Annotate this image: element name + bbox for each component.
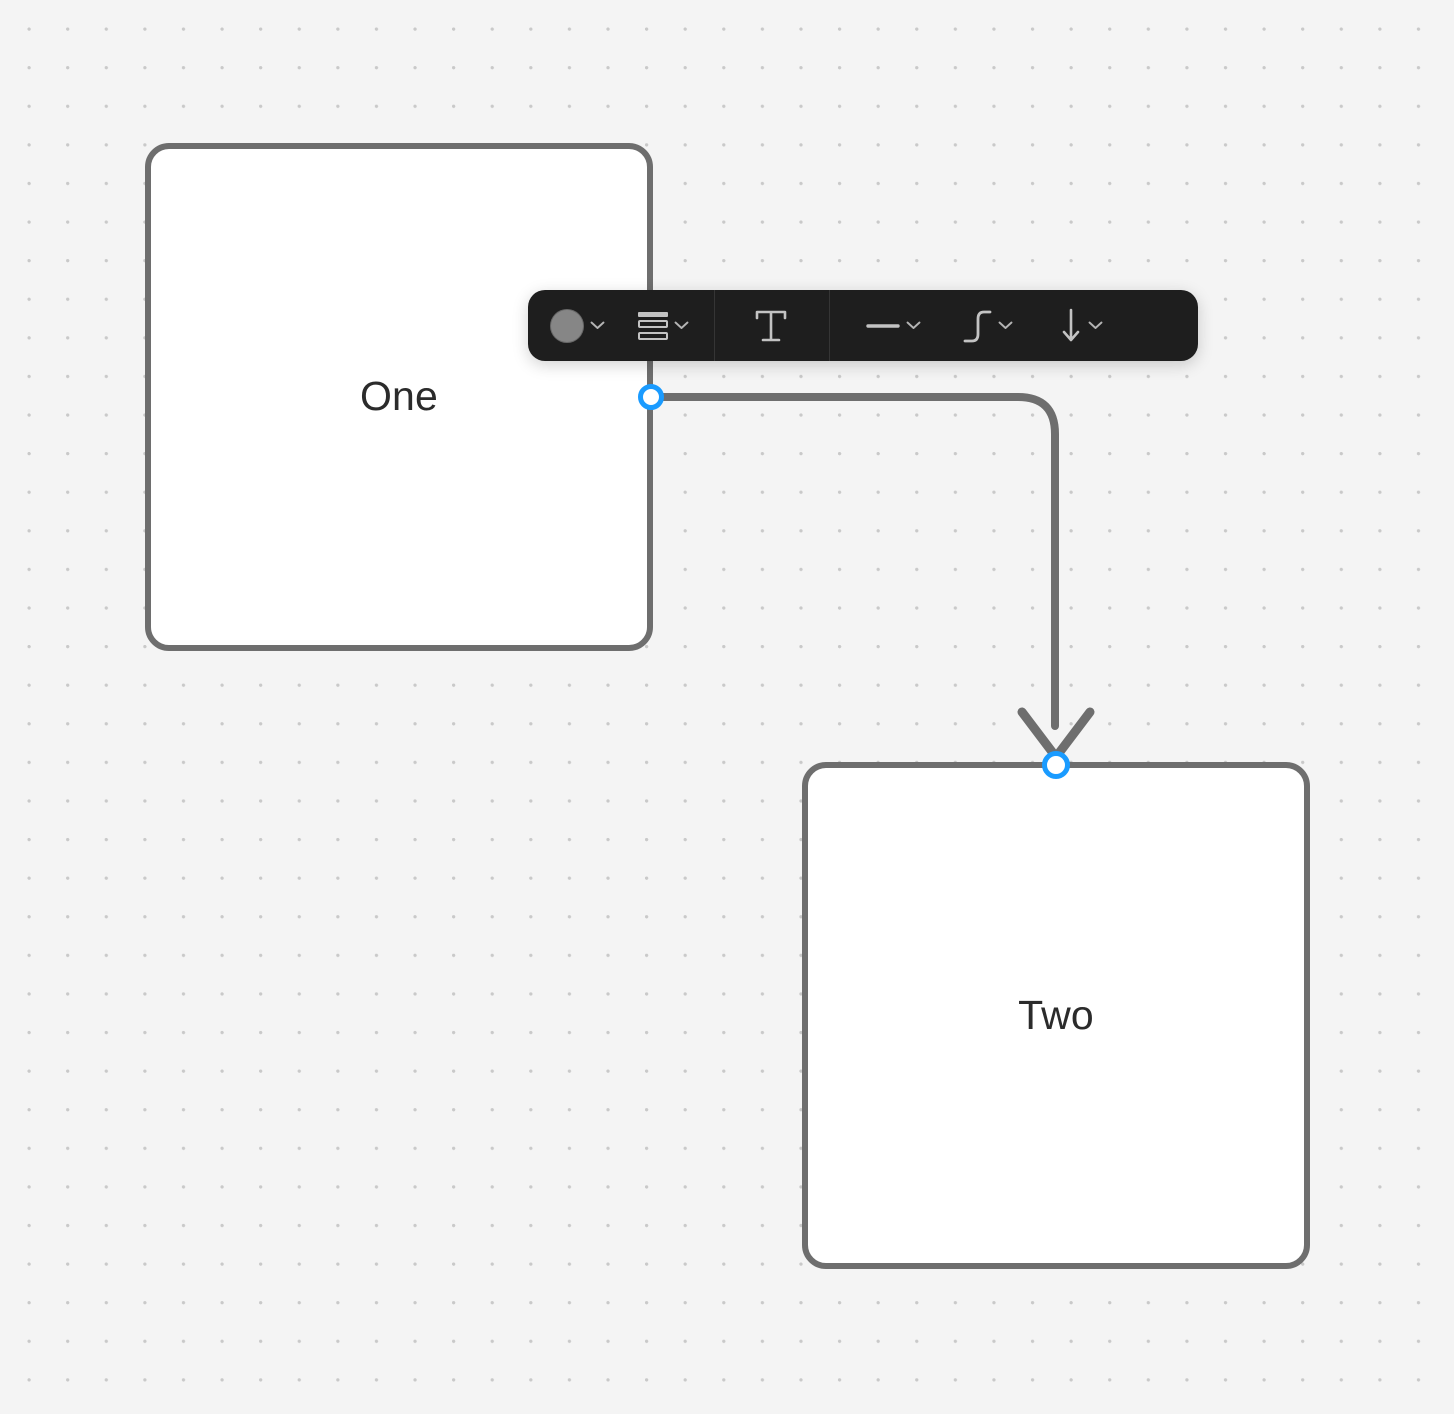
text-serif-t-icon — [753, 307, 789, 345]
stroke-style-button[interactable] — [830, 290, 932, 361]
shape-label-one: One — [359, 373, 439, 420]
arrow-down-icon — [1060, 307, 1082, 345]
s-curve-elbow-icon — [962, 307, 992, 345]
connector-start-handle[interactable] — [638, 384, 664, 410]
style-toolbar — [528, 290, 1198, 361]
chevron-down-icon[interactable] — [1082, 321, 1108, 330]
toolbar-group-line — [829, 290, 1130, 361]
font-style-button[interactable] — [715, 290, 829, 361]
chevron-down-icon[interactable] — [668, 321, 694, 330]
fill-style-button[interactable] — [614, 290, 714, 361]
chevron-down-icon[interactable] — [992, 321, 1018, 330]
toolbar-group-text — [714, 290, 829, 361]
toolbar-group-appearance — [528, 290, 714, 361]
line-curve-button[interactable] — [932, 290, 1022, 361]
chevron-down-icon[interactable] — [900, 321, 926, 330]
shape-label-two: Two — [1018, 991, 1094, 1038]
fill-style-bars-icon — [638, 311, 668, 340]
shape-node-two[interactable]: Two — [802, 762, 1310, 1269]
line-dash-icon — [866, 321, 900, 331]
connector-end-handle[interactable] — [1042, 751, 1070, 779]
color-picker-button[interactable] — [528, 290, 614, 361]
color-swatch-circle-icon — [550, 308, 584, 343]
chevron-down-icon[interactable] — [584, 321, 610, 330]
arrowhead-style-button[interactable] — [1022, 290, 1130, 361]
shape-node-one[interactable]: One — [145, 143, 653, 651]
